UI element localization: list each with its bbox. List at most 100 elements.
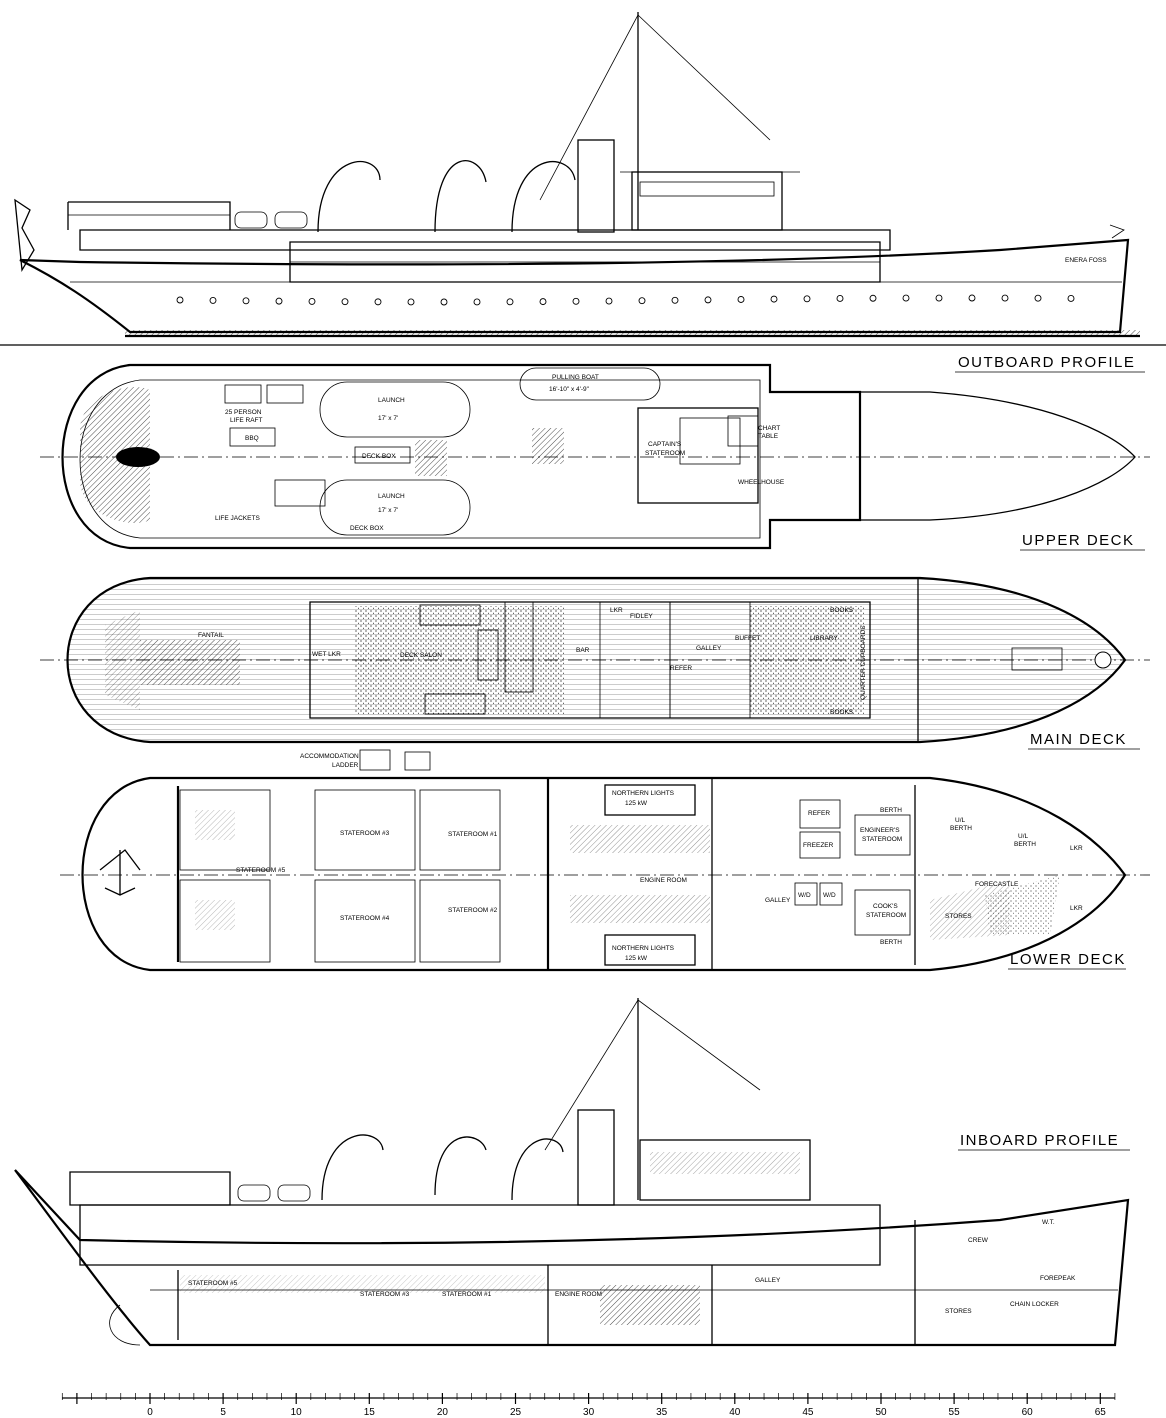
porthole (1001, 294, 1009, 302)
porthole (902, 294, 910, 302)
lower-forecastle: FORECASTLE (975, 881, 1019, 888)
upper-captains-label-1: CAPTAIN'S (648, 441, 682, 448)
upper-life-raft-label-1: 25 PERSON (225, 409, 262, 416)
upper-chart-label-1: CHART (758, 425, 780, 432)
main-books-label-2: BOOKS (830, 709, 854, 716)
porthole (275, 297, 283, 305)
porthole (638, 297, 646, 305)
porthole (308, 297, 316, 305)
porthole (176, 296, 184, 304)
upper-chart-label-2: TABLE (758, 433, 779, 440)
lower-lkr-1: LKR (1070, 845, 1083, 852)
inboard-stores: STORES (945, 1308, 972, 1315)
porthole (506, 298, 514, 306)
main-accommodation-label-1: ACCOMMODATION (300, 753, 359, 760)
porthole (1034, 294, 1042, 302)
inboard-profile-view: STATEROOM #5 STATEROOM #3 STATEROOM #1 E… (14, 998, 1130, 1347)
inboard-wt: W.T. (1042, 1219, 1055, 1226)
inboard-stateroom-5: STATEROOM #5 (188, 1280, 238, 1287)
hull-name: ENERA FOSS (1065, 257, 1107, 264)
lower-cooks-1: COOK'S (873, 903, 898, 910)
main-bar-label: BAR (576, 647, 590, 654)
upper-life-raft-label-2: LIFE RAFT (230, 417, 263, 424)
porthole (341, 298, 349, 306)
upper-deck-title: UPPER DECK (1022, 532, 1135, 549)
upper-launch-1-label: LAUNCH (378, 397, 405, 404)
porthole (770, 295, 778, 303)
scale-label: 60 (1022, 1407, 1034, 1418)
upper-wheelhouse-label: WHEELHOUSE (738, 479, 785, 486)
lower-galley: GALLEY (765, 897, 791, 904)
inboard-crew: CREW (968, 1237, 989, 1244)
porthole (473, 298, 481, 306)
upper-launch-2-label: LAUNCH (378, 493, 405, 500)
porthole (935, 294, 943, 302)
inboard-profile-title: INBOARD PROFILE (960, 1132, 1119, 1149)
porthole (737, 296, 745, 303)
porthole (242, 297, 250, 305)
outboard-profile-view: ENERA FOSS OUTBOARD PROFILE (14, 12, 1145, 373)
lower-nl-top-label: NORTHERN LIGHTS (612, 790, 675, 797)
main-books-label-1: BOOKS (830, 607, 854, 614)
upper-pulling-boat-label: PULLING BOAT (552, 374, 599, 381)
lower-engineers-1: ENGINEER'S (860, 827, 900, 834)
porthole (572, 297, 580, 305)
lower-nl-bottom-label: NORTHERN LIGHTS (612, 945, 675, 952)
main-deck-title: MAIN DECK (1030, 731, 1127, 748)
lower-berth-bottom: BERTH (880, 939, 902, 946)
upper-captains-label-2: STATEROOM (645, 450, 685, 457)
scale-label: 50 (875, 1407, 887, 1418)
upper-bbq-label: BBQ (245, 435, 259, 442)
inboard-stateroom-1: STATEROOM #1 (442, 1291, 492, 1298)
main-deck-salon-label: DECK SALON (400, 652, 442, 659)
main-lkr-label: LKR (610, 607, 623, 614)
lower-berth-top: BERTH (880, 807, 902, 814)
porthole (869, 294, 877, 302)
inboard-galley: GALLEY (755, 1277, 781, 1284)
scale-label: 10 (291, 1407, 303, 1418)
scale-label: 15 (364, 1407, 376, 1418)
lower-nl-bottom-kw: 125 kW (625, 955, 648, 962)
porthole (968, 294, 976, 302)
upper-deck-view: PULLING BOAT 16'-10" x 4'-9" LAUNCH 17' … (40, 363, 1150, 551)
lower-wd-2: W/D (823, 892, 836, 899)
lower-deck-view: STATEROOM #3 STATEROOM #1 STATEROOM #5 S… (60, 776, 1150, 972)
outboard-profile-title: OUTBOARD PROFILE (958, 354, 1135, 371)
lower-refer: REFER (808, 810, 830, 817)
inboard-forepeak: FOREPEAK (1040, 1275, 1076, 1282)
upper-launch-2-dims: 17' x 7' (378, 507, 398, 514)
upper-pulling-boat-dims: 16'-10" x 4'-9" (549, 386, 590, 393)
porthole (1067, 295, 1075, 302)
porthole (836, 295, 844, 302)
lower-stateroom-5: STATEROOM #5 (236, 867, 286, 874)
main-accommodation-label-2: LADDER (332, 762, 359, 769)
main-buffet-label: BUFFET (735, 635, 760, 642)
scale-label: 25 (510, 1407, 522, 1418)
main-galley-label: GALLEY (696, 645, 722, 652)
main-wet-lkr-label: WET LKR (312, 651, 341, 658)
lower-stateroom-2: STATEROOM #2 (448, 907, 498, 914)
lower-engine-room: ENGINE ROOM (640, 877, 687, 884)
lower-wd-1: W/D (798, 892, 811, 899)
scale-label: 0 (147, 1407, 153, 1418)
scale-label: 20 (437, 1407, 449, 1418)
scale-label: 30 (583, 1407, 595, 1418)
porthole (407, 298, 415, 306)
lower-nl-top-kw: 125 kW (625, 800, 648, 807)
lower-lkr-2: LKR (1070, 905, 1083, 912)
lower-ul-berth-3: U/L (1018, 833, 1029, 840)
upper-deck-box-1: DECK BOX (362, 453, 396, 460)
main-refer-label: REFER (670, 665, 692, 672)
upper-launch-1-dims: 17' x 7' (378, 415, 398, 422)
inboard-engine-room: ENGINE ROOM (555, 1291, 602, 1298)
porthole (539, 298, 547, 306)
porthole (803, 295, 811, 303)
porthole (671, 296, 679, 304)
scale-label: 45 (802, 1407, 814, 1418)
scale-label: 65 (1095, 1407, 1107, 1418)
lower-stateroom-3: STATEROOM #3 (340, 830, 390, 837)
scale-label: 40 (729, 1407, 741, 1418)
main-library-label: LIBRARY (810, 635, 838, 642)
